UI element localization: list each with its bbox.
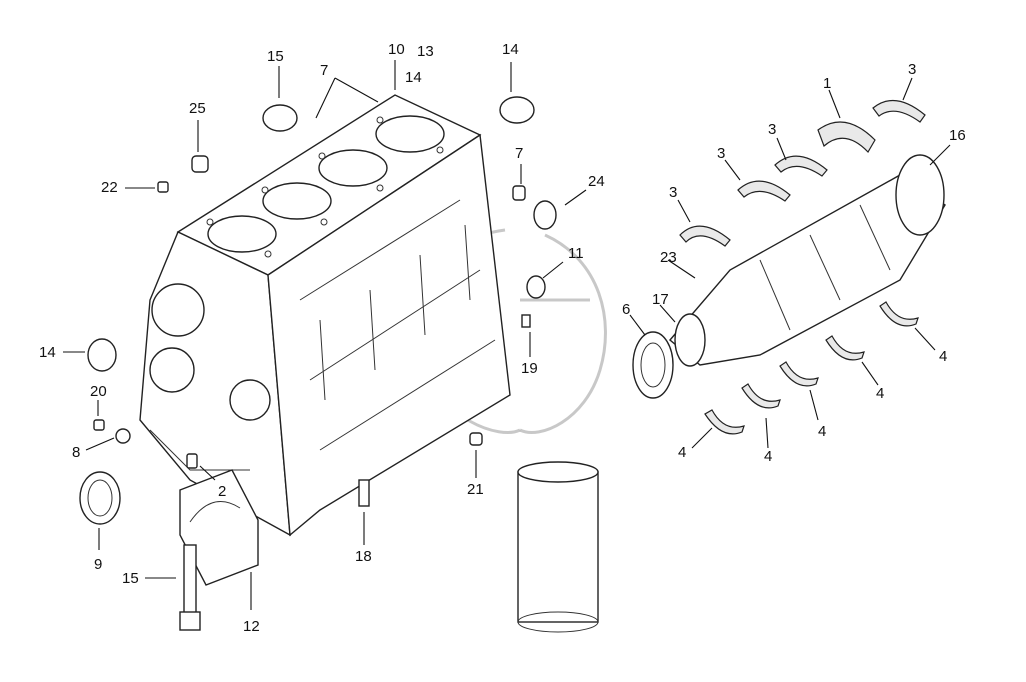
seal-14-left — [87, 338, 117, 372]
cylinder-liner — [517, 461, 599, 633]
callout-4: 4 — [939, 348, 947, 365]
callout-14: 14 — [502, 41, 519, 58]
plug-7-left — [115, 428, 131, 444]
callout-19: 19 — [521, 360, 538, 377]
callout-3: 3 — [768, 121, 776, 138]
callout-25: 25 — [189, 100, 206, 117]
plug-21 — [469, 432, 483, 446]
callout-14: 14 — [39, 344, 56, 361]
pin-19 — [521, 314, 531, 328]
bolt-15 — [179, 544, 201, 631]
callout-labels: 15 7 10 13 14 14 25 22 7 24 11 14 20 8 9… — [39, 41, 966, 635]
callout-23: 23 — [660, 249, 677, 266]
callout-20: 20 — [90, 383, 107, 400]
callout-15: 15 — [122, 570, 139, 587]
plug-25 — [191, 155, 209, 173]
lower-bearing-shells — [704, 301, 919, 435]
callout-3: 3 — [669, 184, 677, 201]
plug-14-top — [499, 96, 535, 124]
dowel-2 — [186, 453, 198, 469]
cylinder-block — [139, 94, 511, 537]
callout-4: 4 — [876, 385, 884, 402]
callout-12: 13 — [417, 43, 434, 60]
callout-4: 4 — [764, 448, 772, 465]
callout-21: 21 — [467, 481, 484, 498]
main-bearing-cap-11 — [179, 469, 259, 586]
callout-13: 14 — [405, 69, 422, 86]
plug-22 — [157, 181, 169, 193]
dowel-7-top — [512, 185, 526, 201]
callout-2: 2 — [218, 483, 226, 500]
callout-17: 17 — [652, 291, 669, 308]
callout-4: 4 — [818, 423, 826, 440]
plug-10 — [526, 275, 546, 299]
callout-6: 7 — [320, 62, 328, 79]
callout-9: 10 — [388, 41, 405, 58]
upper-bearing-shells — [679, 99, 926, 247]
callout-11: 12 — [243, 618, 260, 635]
callout-18: 18 — [355, 548, 372, 565]
callout-22: 22 — [101, 179, 118, 196]
callout-16: 16 — [949, 127, 966, 144]
callout-7: 7 — [515, 145, 523, 162]
leader-lines — [63, 60, 951, 610]
callout-5: 6 — [622, 301, 630, 318]
pin-18 — [358, 479, 370, 507]
callout-15: 15 — [267, 48, 284, 65]
pin-20 — [93, 419, 105, 431]
callout-10: 11 — [568, 245, 584, 262]
plug-24 — [533, 200, 557, 230]
callout-1: 1 — [823, 75, 831, 92]
callout-8: 9 — [94, 556, 102, 573]
crankshaft-16 — [669, 154, 946, 367]
callout-7: 8 — [72, 444, 80, 461]
callout-4: 4 — [678, 444, 686, 461]
callout-3: 3 — [717, 145, 725, 162]
callout-3: 3 — [908, 61, 916, 78]
bushing-8 — [79, 471, 121, 525]
crank-gear-5 — [632, 331, 674, 399]
plug-15-top — [262, 104, 298, 132]
callout-24: 24 — [588, 173, 605, 190]
